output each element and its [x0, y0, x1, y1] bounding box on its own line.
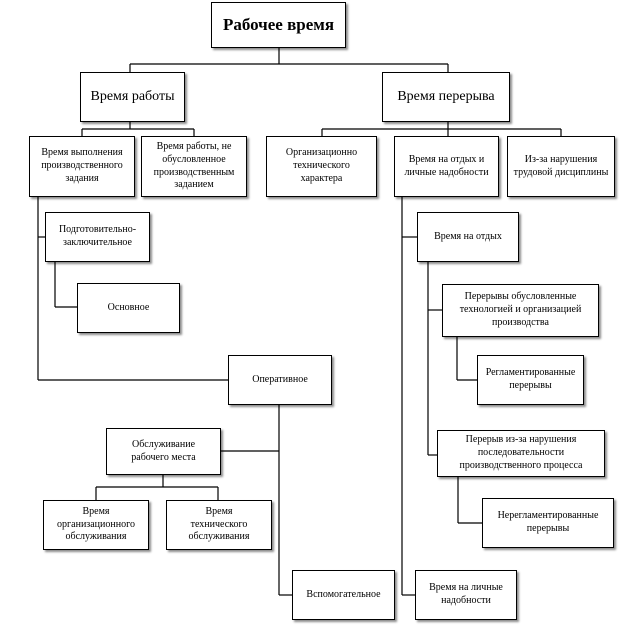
unregulated-breaks-node: Нерегламентированные перерывы: [482, 498, 614, 548]
regulated-breaks-node: Регламентированные перерывы: [477, 355, 584, 405]
org-tech-breaks-node: Организационно технического характера: [266, 136, 377, 197]
break-time-node: Время перерыва: [382, 72, 510, 122]
violation-breaks-node: Перерыв из-за нарушения последовательнос…: [437, 430, 605, 477]
basic-node: Основное: [77, 283, 180, 333]
task-time-node: Время выполнения производственного задан…: [29, 136, 135, 197]
operative-node: Оперативное: [228, 355, 332, 405]
work-time-node: Время работы: [80, 72, 185, 122]
prep-final-node: Подготовительно- заключительное: [45, 212, 150, 262]
workplace-service-node: Обслуживание рабочего места: [106, 428, 221, 475]
rest-node: Время на отдых: [417, 212, 519, 262]
tech-org-breaks-node: Перерывы обусловленные технологией и орг…: [442, 284, 599, 337]
discipline-breaks-node: Из-за нарушения трудовой дисциплины: [507, 136, 615, 197]
non-task-time-node: Время работы, не обусловленное производс…: [141, 136, 247, 197]
tech-service-node: Время технического обслуживания: [166, 500, 272, 550]
personal-needs-node: Время на личные надобности: [415, 570, 517, 620]
root-node: Рабочее время: [211, 2, 346, 48]
auxiliary-node: Вспомогательное: [292, 570, 395, 620]
org-service-node: Время организационного обслуживания: [43, 500, 149, 550]
rest-needs-node: Время на отдых и личные надобности: [394, 136, 499, 197]
